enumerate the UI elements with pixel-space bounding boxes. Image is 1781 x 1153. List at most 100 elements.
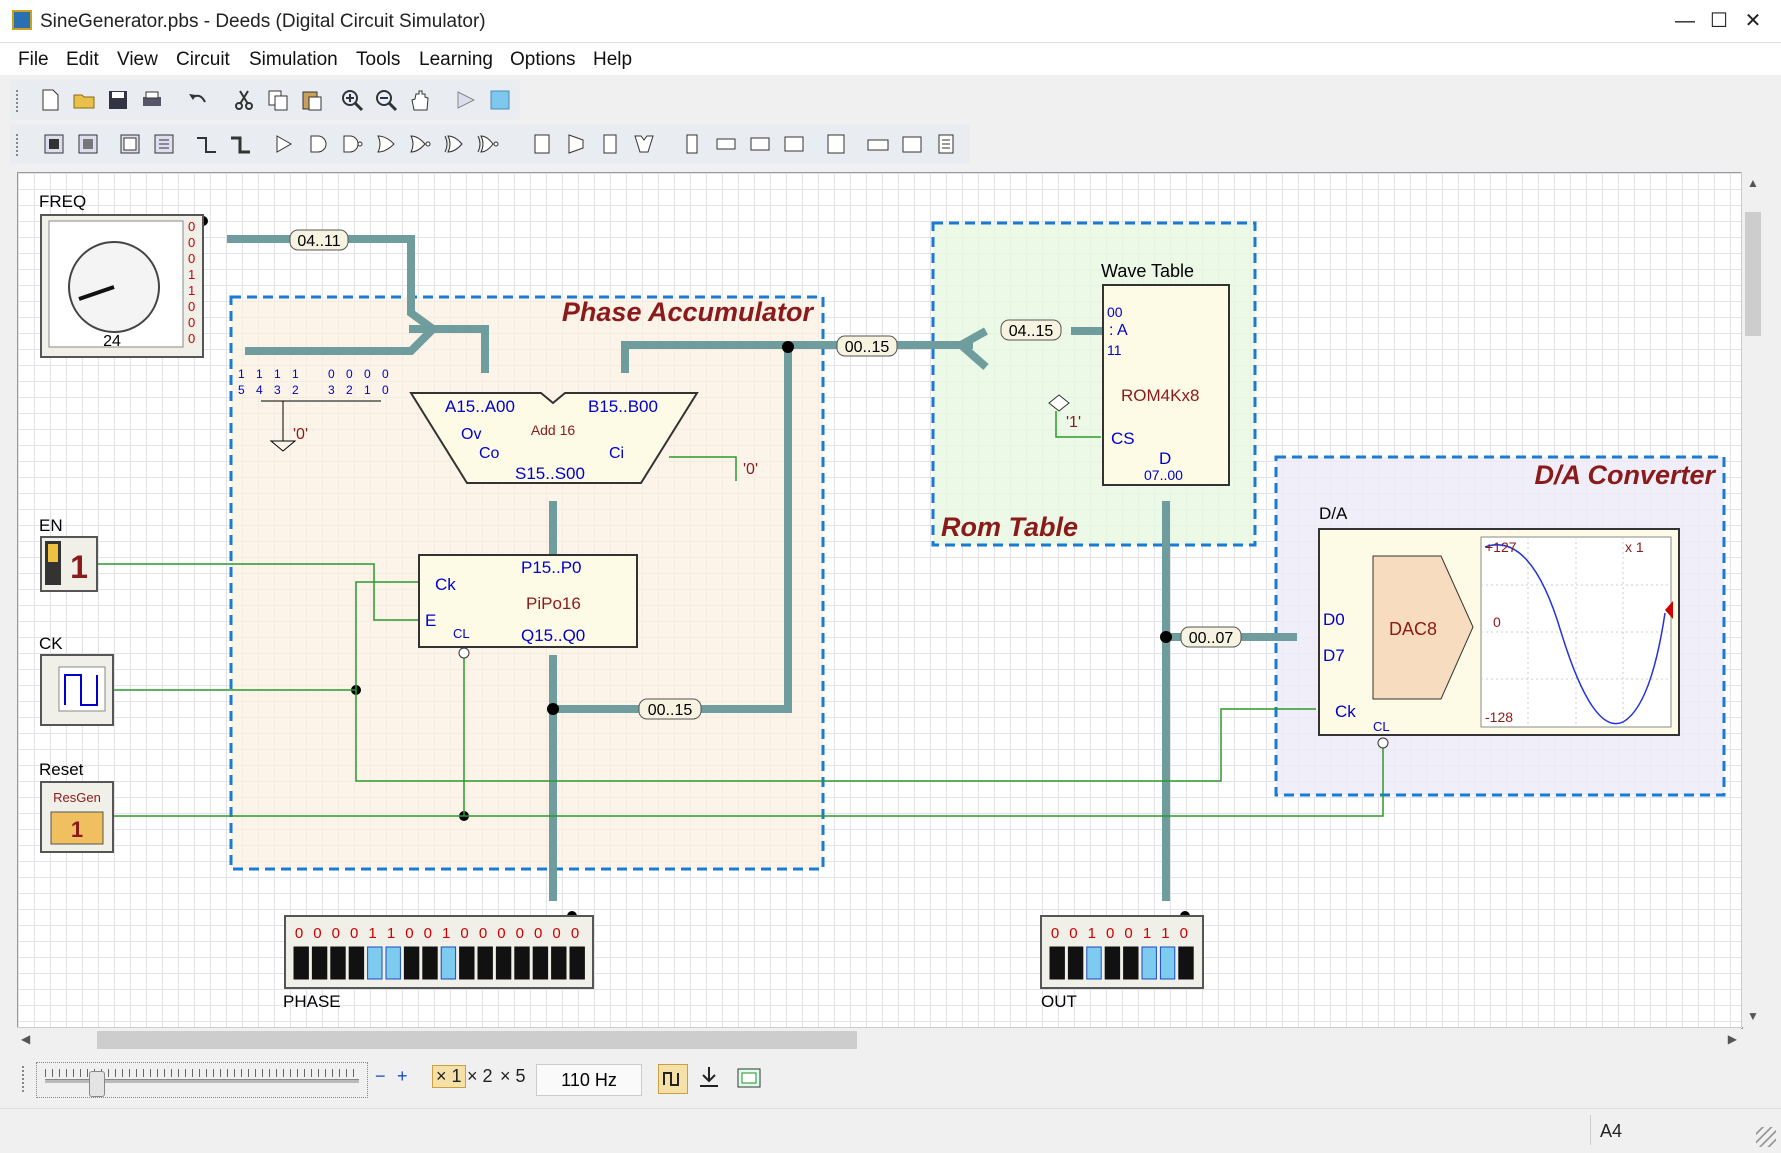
freq-bit-column: 0 0 0 1 1 0 0 0 [188,219,195,346]
register-icon[interactable] [680,132,704,156]
en-switch[interactable]: 1 [40,536,98,592]
rom-icon[interactable] [782,132,806,156]
open-folder-icon[interactable] [72,88,96,112]
input-switch-icon[interactable] [42,132,66,156]
menu-help[interactable]: Help [593,49,633,70]
fsm-icon[interactable] [824,132,848,156]
menu-tools[interactable]: Tools [356,49,401,70]
hand-pan-icon[interactable] [408,88,432,112]
scroll-down-arrow[interactable]: ▼ [1747,1009,1759,1023]
bit-led [1141,946,1157,980]
scroll-up-arrow[interactable]: ▲ [1747,176,1759,190]
undo-icon[interactable] [186,88,210,112]
frequency-readout: 110 Hz [536,1064,642,1096]
vertical-scroll-thumb[interactable] [1745,212,1761,336]
pipo16-register[interactable]: P15..P0 PiPo16 Q15..Q0 Ck E CL [418,554,638,659]
close-button[interactable]: ✕ [1744,10,1762,32]
menu-view[interactable]: View [117,49,158,70]
speed-plus-button[interactable]: + [397,1066,408,1086]
bit-led [367,946,383,980]
menu-learning[interactable]: Learning [419,49,493,70]
multiplier-x1[interactable]: × 1 [432,1065,466,1088]
toolbar-grip-2[interactable] [16,134,21,156]
clock-generator[interactable] [40,654,114,726]
clock-run-icon[interactable] [658,1064,688,1094]
mux-icon[interactable] [564,132,588,156]
horizontal-scrollbar[interactable]: ◀ ▶ [17,1027,1741,1052]
control-bar-grip[interactable] [22,1066,27,1092]
wire-icon[interactable] [194,132,218,156]
menu-edit[interactable]: Edit [66,49,99,70]
print-icon[interactable] [140,88,164,112]
freq-knob[interactable]: 24 [40,214,204,358]
rom-table-title: Rom Table [941,512,1078,542]
push-button-icon[interactable] [76,132,100,156]
minimize-button[interactable]: — [1675,10,1695,32]
multiplier-x5[interactable]: × 5 [500,1066,526,1086]
resize-grip[interactable] [1756,1127,1776,1147]
scroll-right-arrow[interactable]: ▶ [1727,1032,1737,1046]
dac8-converter[interactable]: DAC8 D0 D7 Ck CL +127 -128 0 x 1 [1318,528,1680,749]
save-icon[interactable] [106,88,130,112]
zoom-out-icon[interactable] [374,88,398,112]
speed-slider[interactable] [36,1062,368,1098]
nand-gate-icon[interactable] [340,132,364,156]
bus-label-rom-addr: 04..15 [1009,323,1054,340]
speed-slider-thumb[interactable] [89,1071,105,1097]
alu-icon[interactable] [632,132,656,156]
run-icon[interactable] [454,88,478,112]
output-led-icon[interactable] [118,132,142,156]
vertical-scrollbar[interactable]: ▲ ▼ [1741,172,1764,1027]
menu-file[interactable]: File [18,49,49,70]
menu-simulation[interactable]: Simulation [249,49,338,70]
maximize-button[interactable]: ☐ [1710,10,1728,32]
page-size-indicator: A4 [1600,1121,1623,1141]
simulation-control-bar: − + × 1 × 2 × 5 110 Hz [0,1052,1781,1108]
svg-text:1: 1 [256,367,263,381]
circuit-canvas[interactable]: Phase Accumulator Rom Table D/A Converte… [17,172,1743,1029]
toolbar-grip[interactable] [16,90,21,112]
copy-icon[interactable] [266,88,290,112]
rom-editor-icon[interactable] [736,1064,762,1092]
decoder-icon[interactable] [598,132,622,156]
counter-icon[interactable] [714,132,738,156]
paste-icon[interactable] [300,88,324,112]
and-gate-icon[interactable] [306,132,330,156]
xor-gate-icon[interactable] [442,132,466,156]
bit-led [422,946,438,980]
bus-label-rom-in: 00..15 [845,339,890,356]
adder-16[interactable]: A15..A00 B15..B00 Add 16 Ov Co Ci S15..S… [409,392,699,484]
report-icon[interactable] [934,132,958,156]
cut-icon[interactable] [232,88,256,112]
properties-icon[interactable] [900,132,924,156]
flip-flop-icon[interactable] [530,132,554,156]
buffer-gate-icon[interactable] [272,132,296,156]
text-label-icon[interactable] [866,132,890,156]
scroll-left-arrow[interactable]: ◀ [21,1032,31,1046]
bus-wire-icon[interactable] [228,132,252,156]
bit-led [1178,946,1194,980]
menu-options[interactable]: Options [510,49,576,70]
multiplier-x2[interactable]: × 2 [467,1066,493,1086]
speed-minus-button[interactable]: − [375,1066,386,1086]
bit-led [440,946,457,980]
display-icon[interactable] [152,132,176,156]
nor-gate-icon[interactable] [408,132,432,156]
new-file-icon[interactable] [38,88,62,112]
svg-text:A15..A00: A15..A00 [445,397,515,416]
zoom-in-icon[interactable] [340,88,364,112]
horizontal-scroll-thumb[interactable] [97,1031,857,1049]
download-icon[interactable] [696,1064,722,1092]
ram-icon[interactable] [748,132,772,156]
xnor-gate-icon[interactable] [476,132,500,156]
svg-text:1: 1 [71,817,83,842]
bit-led [330,946,346,980]
rom4kx8[interactable]: 00 : A 11 ROM4Kx8 CS D 07..00 [1102,284,1230,486]
or-gate-icon[interactable] [374,132,398,156]
reset-generator[interactable]: ResGen 1 [40,781,114,853]
bit-digit: 0 [1124,925,1132,942]
menu-circuit[interactable]: Circuit [176,49,230,70]
timing-icon[interactable] [488,88,512,112]
